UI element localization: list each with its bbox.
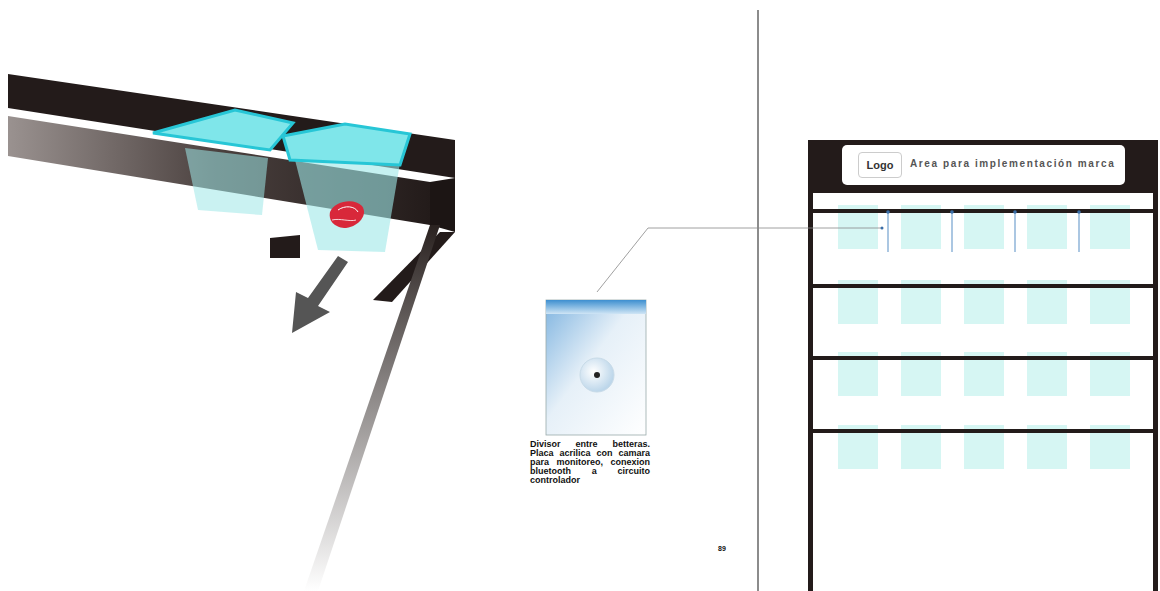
divider-dot (886, 210, 890, 214)
shelf (810, 190, 1156, 193)
divider-plate (1014, 212, 1016, 252)
acrylic-plate (546, 300, 646, 435)
page-divider (757, 10, 759, 591)
camera-lens (594, 372, 600, 378)
leader-line (597, 228, 881, 292)
betta-fish (330, 201, 364, 228)
divider-dot (1077, 210, 1081, 214)
divider-plate-callout: Divisor entre betteras. Placa acrilica c… (546, 300, 646, 435)
tray-body (185, 148, 268, 215)
page-number: 89 (718, 545, 726, 552)
plate-caption: Divisor entre betteras. Placa acrilica c… (530, 440, 650, 485)
logo-text: Logo (859, 153, 901, 177)
tray-top (283, 124, 410, 165)
support (270, 235, 300, 258)
leader-dot (881, 227, 884, 230)
header-band (808, 140, 1158, 190)
brand-area: Area para implementación marca Logo (842, 145, 1125, 185)
brand-text: Area para implementación marca (910, 158, 1115, 169)
divider-dot (1013, 210, 1017, 214)
divider-plate (951, 212, 953, 252)
divider-plate (1078, 212, 1080, 252)
plate-band (546, 300, 646, 314)
logo-box: Logo (858, 152, 902, 178)
tray-top (153, 110, 293, 150)
camera (580, 358, 614, 392)
shelves (810, 190, 1156, 469)
shelf (810, 209, 1156, 213)
shelf (810, 284, 1156, 288)
shelf (810, 356, 1156, 360)
rail-end (430, 178, 455, 232)
post (1153, 140, 1158, 591)
divider-plate (887, 212, 889, 252)
divider-dot (950, 210, 954, 214)
arrow (292, 256, 348, 333)
tray-body (295, 160, 400, 252)
post (808, 140, 813, 591)
shelf (810, 429, 1156, 433)
